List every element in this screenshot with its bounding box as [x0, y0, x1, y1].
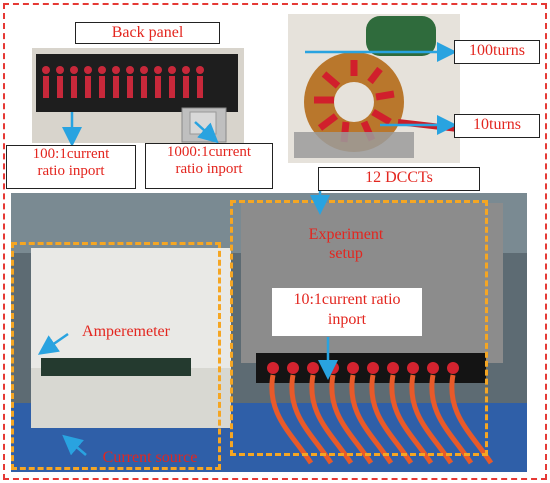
turns-10-label: 10turns	[454, 114, 540, 138]
back-panel-label: Back panel	[75, 22, 220, 44]
inport-10-label: 10:1current ratio inport	[272, 288, 422, 336]
arrow-1000-inport	[194, 121, 219, 144]
turns-100-label: 100turns	[454, 40, 540, 64]
dccts-label: 12 DCCTs	[318, 167, 480, 191]
arrow-amperemeter	[37, 332, 69, 355]
experiment-drawing	[11, 193, 527, 472]
experiment-frame	[230, 200, 488, 456]
experiment-setup-label: Experiment setup	[308, 226, 384, 262]
amperemeter-label: Amperemeter	[82, 323, 170, 340]
dcct-coil-drawing	[288, 14, 460, 163]
experiment-photo	[11, 193, 527, 472]
inport-100-label: 100:1current ratio inport	[6, 145, 136, 189]
outer-frame	[3, 3, 547, 480]
inport-1000-label: 1000:1current ratio inport	[145, 143, 273, 189]
arrow-current-source	[62, 434, 87, 456]
current-source-label: Current source	[102, 449, 198, 466]
amperemeter-frame	[11, 242, 221, 470]
dcct-coil-photo	[288, 14, 460, 163]
